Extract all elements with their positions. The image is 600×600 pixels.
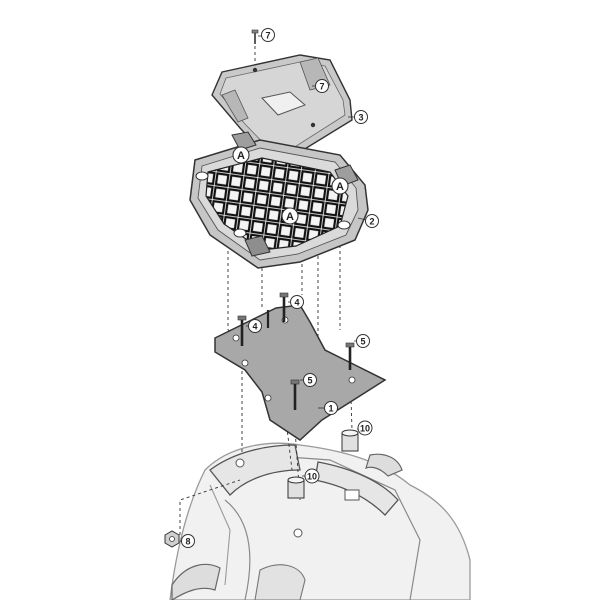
svg-text:4: 4 bbox=[252, 322, 257, 332]
callout-mounting-plate: 1 bbox=[324, 401, 338, 415]
svg-text:2: 2 bbox=[369, 217, 374, 227]
motorcycle-rear-frame bbox=[169, 442, 471, 600]
callout-bolt-left: 4 bbox=[248, 319, 262, 333]
callout-cover-plate: 3 bbox=[354, 110, 368, 124]
bolt-right bbox=[345, 342, 355, 370]
callout-screw-top-cover: 7 bbox=[261, 28, 275, 42]
bolt-top bbox=[266, 292, 289, 328]
callout-spacer-center: 10 bbox=[304, 468, 320, 484]
mount-point-center: A bbox=[281, 207, 299, 225]
svg-text:A: A bbox=[336, 181, 344, 193]
callout-nut: 8 bbox=[181, 534, 195, 548]
svg-text:5: 5 bbox=[360, 337, 365, 347]
top-case-base bbox=[189, 131, 369, 269]
callout-spacer-right: 10 bbox=[357, 420, 373, 436]
svg-text:10: 10 bbox=[360, 424, 370, 434]
mounting-plate bbox=[214, 304, 387, 441]
spacer-right bbox=[341, 429, 359, 452]
svg-text:5: 5 bbox=[307, 376, 312, 386]
svg-text:10: 10 bbox=[307, 472, 317, 482]
nut bbox=[164, 530, 180, 548]
cover-plate bbox=[211, 54, 353, 159]
svg-text:1: 1 bbox=[328, 404, 333, 414]
svg-text:7: 7 bbox=[265, 31, 270, 41]
svg-text:8: 8 bbox=[185, 537, 190, 547]
callout-bolt-center: 5 bbox=[303, 373, 317, 387]
bolt-center bbox=[290, 379, 300, 410]
mount-point-right: A bbox=[331, 177, 349, 195]
screw-top-cover bbox=[251, 29, 259, 44]
bolt-left bbox=[237, 315, 247, 346]
callout-bolt-top: 4 bbox=[290, 295, 304, 309]
svg-text:7: 7 bbox=[319, 82, 324, 92]
svg-text:A: A bbox=[237, 150, 245, 162]
svg-text:4: 4 bbox=[294, 298, 299, 308]
callout-top-case-base: 2 bbox=[365, 214, 379, 228]
svg-text:3: 3 bbox=[358, 113, 363, 123]
spacer-center bbox=[287, 476, 305, 499]
svg-text:A: A bbox=[286, 211, 294, 223]
callout-screw-cover-side: 7 bbox=[315, 79, 329, 93]
callout-bolt-right: 5 bbox=[356, 334, 370, 348]
mount-point-left: A bbox=[232, 146, 250, 164]
